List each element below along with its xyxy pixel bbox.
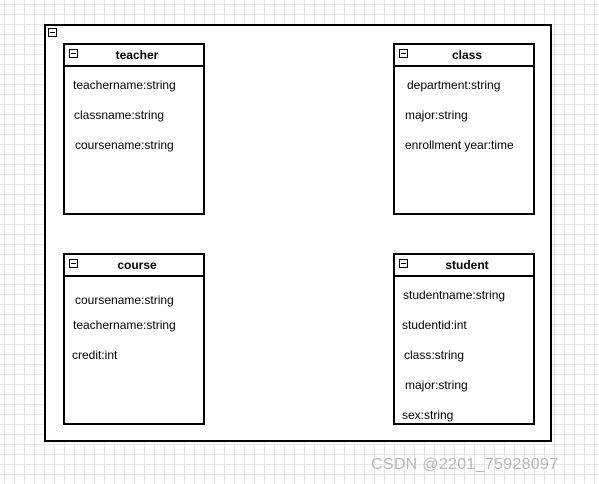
attr-classname: classname:string [74, 108, 165, 122]
entity-student-title: student [445, 258, 489, 272]
attr-coursename: coursename:string [75, 138, 174, 152]
attr-major: major:string [405, 108, 468, 122]
attr-studentid: studentid:int [402, 318, 467, 332]
entity-class-header: class [395, 45, 533, 67]
container-collapse-icon[interactable] [48, 28, 57, 37]
entity-teacher-collapse-icon[interactable] [69, 49, 78, 58]
entity-teacher-header: teacher [65, 45, 203, 67]
attr-studentname: studentname:string [403, 288, 506, 302]
entity-student-header: student [395, 255, 533, 277]
entity-class-title: class [451, 48, 483, 62]
entity-teacher-title: teacher [115, 48, 159, 62]
attr-teachername: teachername:string [73, 78, 176, 92]
watermark-text: CSDN @2201_75928097 [371, 456, 559, 473]
attr-teachername: teachername:string [73, 318, 176, 332]
entity-course-collapse-icon[interactable] [69, 259, 78, 268]
attr-credit: credit:int [72, 348, 118, 362]
entity-student-collapse-icon[interactable] [399, 259, 408, 268]
attr-coursename: coursename:string [75, 293, 174, 307]
attr-department: department:string [407, 78, 501, 92]
attr-class: class:string [404, 348, 465, 362]
entity-course[interactable]: course coursename:string teachername:str… [63, 253, 205, 425]
attr-major: major:string [405, 378, 468, 392]
entity-course-title: course [117, 258, 157, 272]
entity-class-collapse-icon[interactable] [399, 49, 408, 58]
attr-enrollment-year: enrollment year:time [405, 138, 514, 152]
entity-class[interactable]: class department:string major:string enr… [393, 43, 535, 215]
attr-sex: sex:string [402, 408, 454, 422]
entity-teacher[interactable]: teacher teachername:string classname:str… [63, 43, 205, 215]
entity-student[interactable]: student studentname:string studentid:int… [393, 253, 535, 425]
entity-course-header: course [65, 255, 203, 277]
